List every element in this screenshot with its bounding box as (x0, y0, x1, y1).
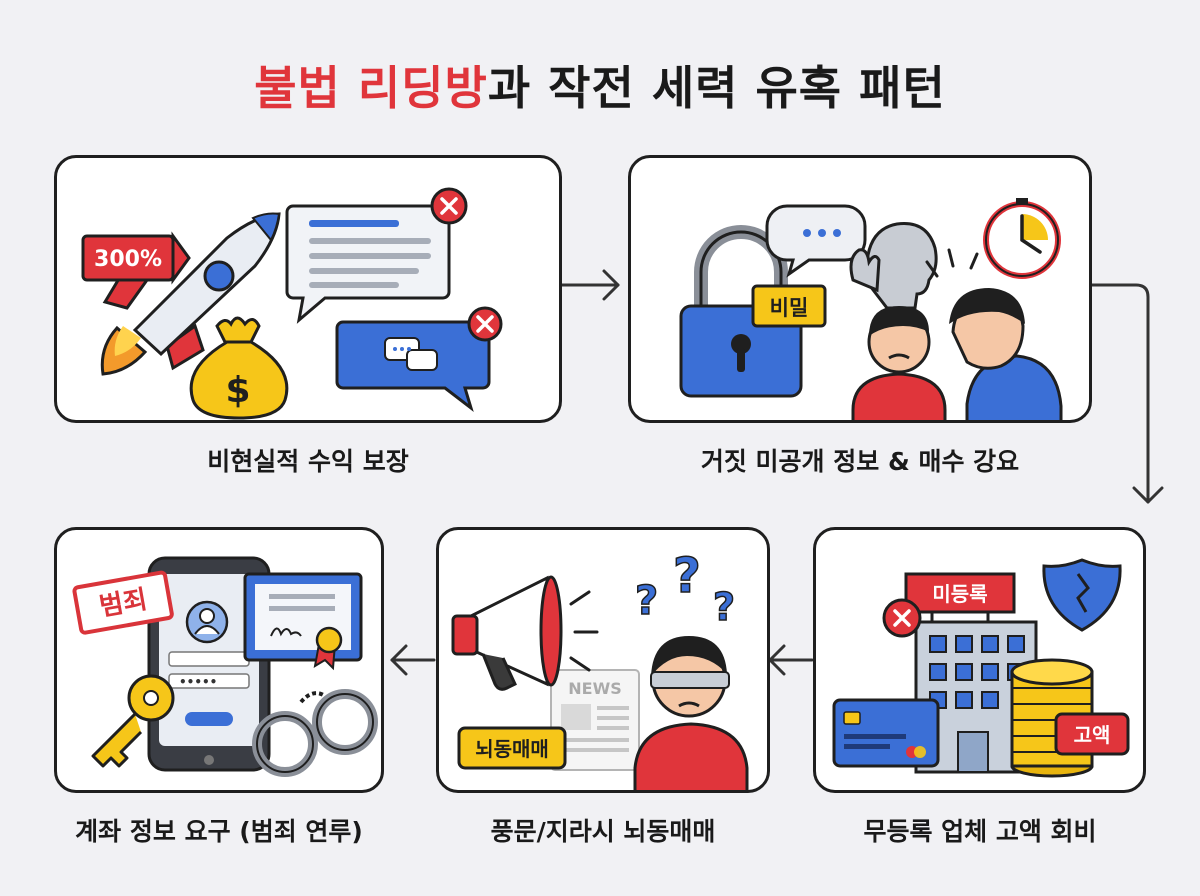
svg-text:?: ? (635, 578, 658, 624)
credit-card-icon (834, 700, 938, 766)
high-fee-badge: 고액 (1056, 714, 1128, 754)
herd-trading-badge-text: 뇌동매매 (475, 737, 549, 761)
handcuffs-icon (257, 693, 373, 772)
percent-tag: 300% (83, 236, 189, 280)
step-1-caption: 비현실적 수익 보장 (54, 442, 562, 478)
victim-person-icon (853, 306, 945, 423)
question-marks-icon: ? ? ? (635, 548, 735, 629)
clock-icon (986, 198, 1058, 276)
step-2-caption: 거짓 미공개 정보 & 매수 강요 (628, 442, 1092, 478)
secret-label: 비밀 (753, 286, 825, 326)
step-panel-5: ••••• 범죄 (54, 527, 384, 793)
unregistered-sign-text: 미등록 (932, 582, 987, 606)
chat-bubble-icon (337, 308, 501, 408)
step-panel-4: NEWS ? ? ? (436, 527, 770, 793)
newspaper-title: NEWS (568, 679, 622, 698)
password-mask: ••••• (179, 675, 217, 689)
arrow-2-to-3 (1092, 285, 1148, 502)
percent-tag-label: 300% (94, 247, 162, 272)
herd-trading-badge: 뇌동매매 (459, 728, 565, 768)
blindfolded-person-icon (635, 636, 747, 793)
money-bag-icon: $ (191, 318, 287, 418)
certificate-icon (245, 574, 361, 668)
broken-shield-icon (1044, 560, 1120, 630)
high-fee-badge-text: 고액 (1074, 723, 1111, 747)
step-panel-2: 비밀 (628, 155, 1092, 423)
step-3-caption: 무등록 업체 고액 회비 (800, 812, 1160, 848)
secret-label-text: 비밀 (770, 296, 809, 320)
step-panel-3: 미등록 고액 (813, 527, 1146, 793)
step-4-caption: 풍문/지라시 뇌동매매 (420, 812, 786, 848)
svg-text:$: $ (225, 370, 250, 411)
step-panel-1: 300% $ (54, 155, 562, 423)
manipulator-person-icon (949, 288, 1061, 423)
unregistered-sign: 미등록 (906, 574, 1014, 622)
step-5-caption: 계좌 정보 요구 (범죄 연루) (30, 812, 408, 848)
svg-text:?: ? (713, 585, 735, 629)
svg-text:?: ? (673, 548, 701, 604)
reject-x-icon (884, 600, 920, 636)
message-bubble-icon (287, 189, 466, 320)
